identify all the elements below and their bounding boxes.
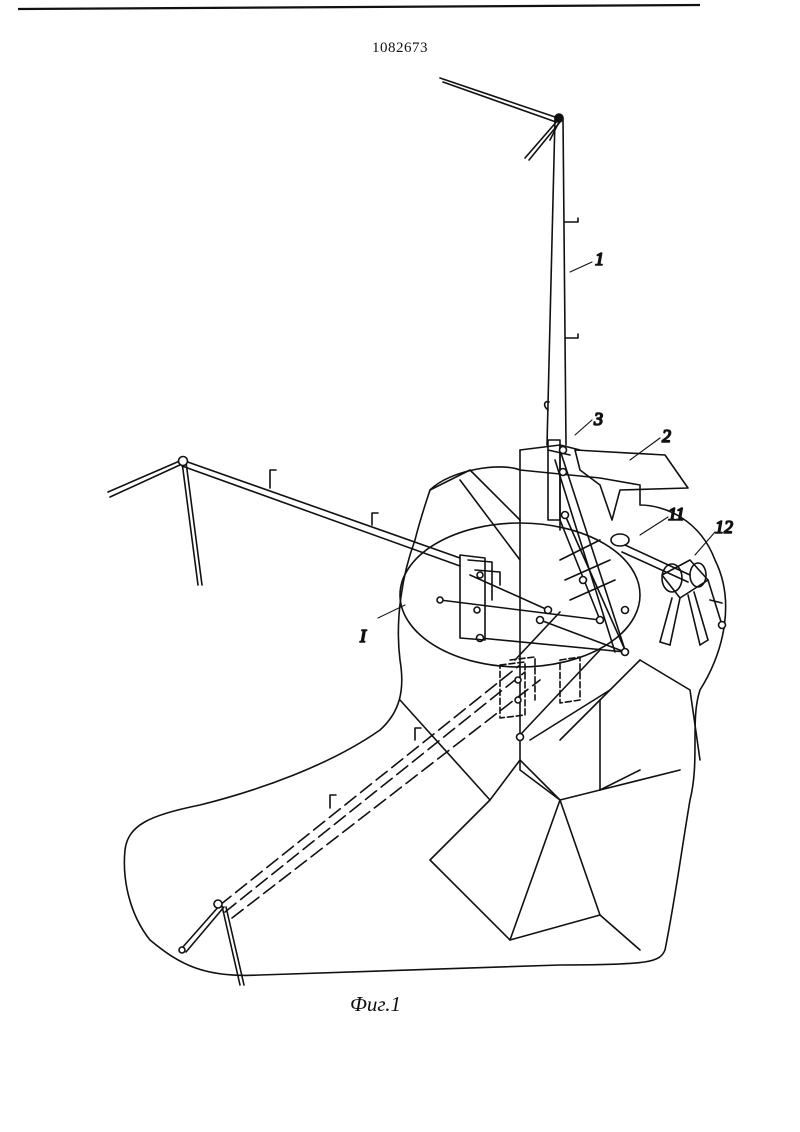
platform <box>574 449 689 521</box>
label-joint: 3 <box>593 409 603 429</box>
linkage-frame <box>436 439 630 742</box>
document-number: 1082673 <box>372 40 428 56</box>
label-platform: 2 <box>662 426 671 446</box>
winch <box>659 559 727 646</box>
figure-caption: Фиг.1 <box>350 992 402 1016</box>
lower-boom-end <box>178 727 422 986</box>
leader-lines <box>377 261 716 619</box>
detail-ellipse <box>399 522 641 668</box>
top-border-rule <box>17 3 701 11</box>
cable <box>610 533 691 583</box>
label-winch: 12 <box>715 517 733 537</box>
label-mast: 1 <box>595 249 604 269</box>
left-boom <box>107 455 461 586</box>
pit-blocks <box>399 469 701 951</box>
mast <box>439 77 579 446</box>
lower-boom <box>219 664 541 919</box>
label-cable: 11 <box>668 504 685 524</box>
label-detail: I <box>359 626 367 646</box>
carriage-blocks <box>459 554 581 719</box>
ground-outline <box>123 466 727 977</box>
